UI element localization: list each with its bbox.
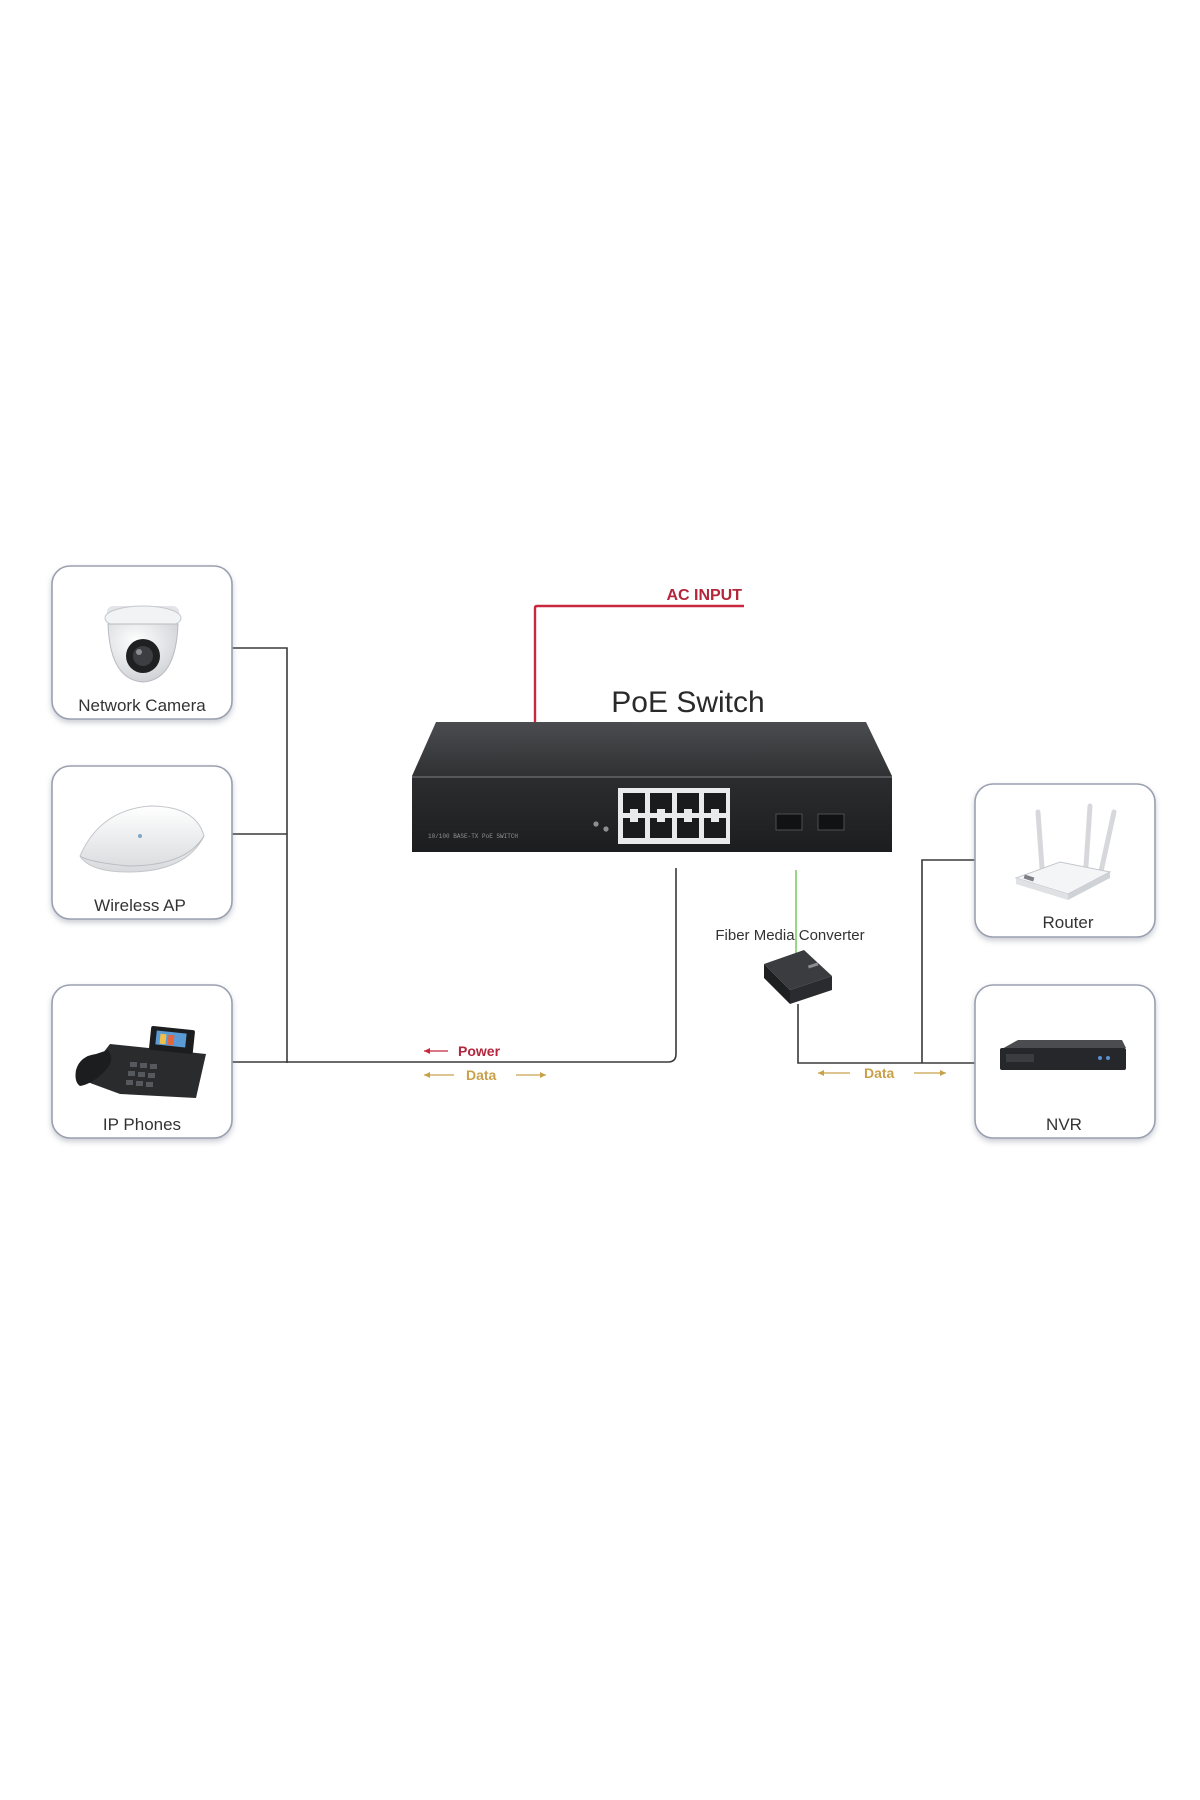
poe-switch: 10/100 BASE-TX PoE SWITCH [412, 722, 892, 852]
device-label: Wireless AP [94, 896, 186, 915]
svg-text:10/100 BASE-TX PoE SWITCH: 10/100 BASE-TX PoE SWITCH [428, 833, 518, 840]
device-wireless-ap: Wireless AP [51, 765, 233, 920]
nvr-icon [1000, 1040, 1126, 1070]
camera-cable [232, 647, 288, 1063]
ac-input-label: AC INPUT [666, 587, 742, 604]
data-flow-label-left: Data [424, 1067, 546, 1083]
cables [232, 604, 975, 1064]
nvr-cable [797, 1004, 975, 1064]
device-label: Network Camera [78, 696, 206, 715]
ip-phone-icon [75, 1025, 206, 1098]
dome-camera-icon [104, 605, 182, 683]
data-label: Data [466, 1067, 497, 1083]
switch-top [412, 722, 892, 776]
power-label: Power [458, 1043, 501, 1059]
ac-input-line [533, 604, 744, 722]
device-network-camera: Network Camera [51, 565, 233, 720]
device-router: Router [974, 783, 1156, 938]
device-label: Router [1042, 913, 1093, 932]
data-label: Data [864, 1065, 895, 1081]
device-label: IP Phones [103, 1115, 181, 1134]
router-icon [1014, 803, 1117, 900]
power-flow-label: Power [424, 1043, 501, 1059]
router-cable [921, 859, 975, 1063]
device-ip-phones: IP Phones [51, 984, 233, 1139]
fiber-converter-label: Fiber Media Converter [715, 927, 864, 944]
device-nvr: NVR [974, 984, 1156, 1139]
data-flow-label-right: Data [818, 1065, 946, 1081]
rj45-port-block [618, 788, 730, 844]
device-label: NVR [1046, 1115, 1082, 1134]
diagram-title: PoE Switch [611, 686, 764, 719]
phone-cable [232, 868, 677, 1063]
access-point-icon [79, 805, 205, 873]
fiber-media-converter-icon [764, 950, 832, 1004]
sfp-ports [775, 813, 845, 831]
